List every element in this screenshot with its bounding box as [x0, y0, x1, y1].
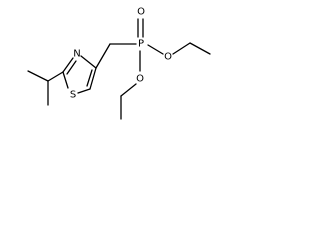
- bond-c4-c5-double: [86, 69, 93, 87]
- atom-labels: N S P O O O: [70, 7, 172, 101]
- atom-label-phosphoryl-oxygen: O: [137, 7, 145, 18]
- chemical-structure-diagram: N S P O O O: [27, 7, 211, 120]
- bond-p-o-upper: [147, 44, 164, 55]
- bond-isopropyl-ch-methyl-left: [27, 70, 49, 82]
- bond-o-upper-ch2: [172, 42, 191, 55]
- bond-ch2-ch3-upper: [189, 42, 211, 55]
- bond-c2-n3-double: [66, 60, 77, 75]
- bond-c4-ch2: [95, 43, 111, 69]
- bond-s1-c2: [62, 71, 69, 89]
- atom-label-sulfur: S: [70, 90, 76, 101]
- bond-c2-n3: [62, 57, 74, 73]
- bond-n3-c4: [80, 55, 97, 69]
- atom-label-ester-oxygen-lower: O: [136, 74, 144, 85]
- bond-lines: [27, 18, 211, 120]
- atom-label-ester-oxygen-upper: O: [164, 52, 172, 63]
- bond-c4-c5: [89, 67, 97, 90]
- atom-label-nitrogen: N: [73, 49, 80, 60]
- bond-c5-s1: [77, 88, 91, 94]
- atom-label-phosphorus: P: [138, 39, 144, 50]
- bond-isopropyl-to-c2: [47, 71, 64, 82]
- bond-o-lower-ch2: [120, 83, 137, 97]
